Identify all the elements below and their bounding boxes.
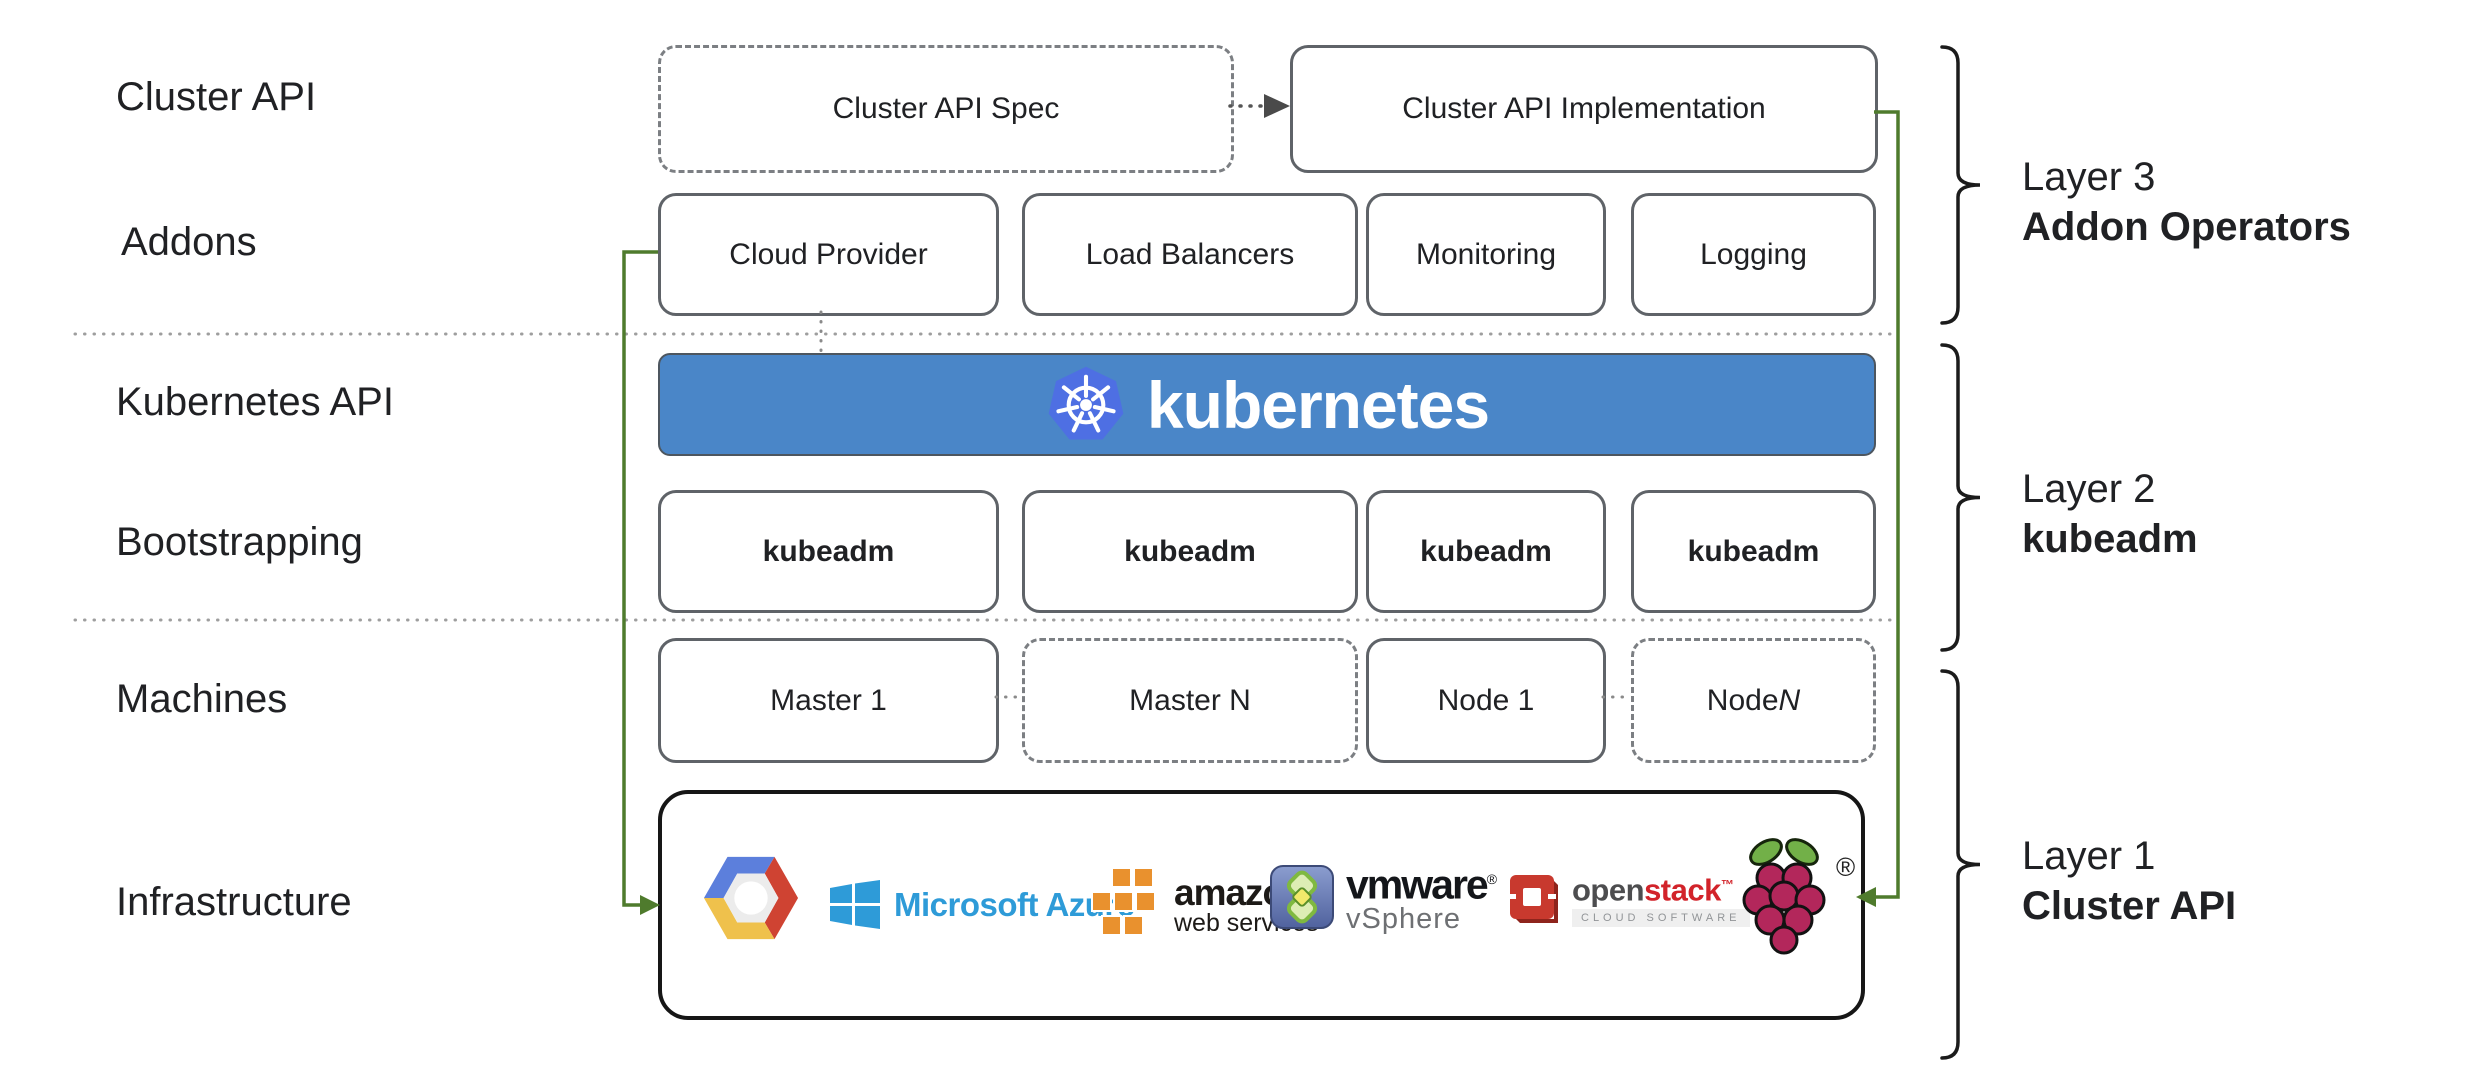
spec-to-implementation-arrowhead bbox=[1264, 94, 1290, 118]
layer-2-title: Layer 2 bbox=[2022, 467, 2156, 511]
node-n-box: Node N bbox=[1631, 638, 1876, 763]
layer-2-brace bbox=[1940, 343, 1981, 652]
layer-1-subtitle: Cluster API bbox=[2022, 884, 2237, 928]
raspberry-pi-icon bbox=[1742, 838, 1826, 955]
logging-label: Logging bbox=[1700, 237, 1807, 271]
master-n-box: Master N bbox=[1022, 638, 1358, 763]
layer-1-brace bbox=[1940, 669, 1981, 1060]
load-balancers-label: Load Balancers bbox=[1085, 237, 1295, 271]
monitoring-box: Monitoring bbox=[1366, 193, 1606, 316]
openstack-cloud-software-label: CLOUD SOFTWARE bbox=[1572, 909, 1750, 928]
raspberry-pi-logo: ® bbox=[1724, 834, 1855, 984]
kubeadm-label: kubeadm bbox=[1124, 534, 1256, 568]
vsphere-icon bbox=[1270, 864, 1334, 929]
row-label-addons: Addons bbox=[121, 220, 257, 264]
monitoring-label: Monitoring bbox=[1415, 237, 1557, 271]
cluster-api-implementation-box: Cluster API Implementation bbox=[1290, 45, 1878, 173]
layer-2-label: Layer 2 kubeadm bbox=[2022, 464, 2198, 564]
kubernetes-helm-icon bbox=[1048, 366, 1124, 440]
master-1-box: Master 1 bbox=[658, 638, 999, 763]
cluster-api-spec-label: Cluster API Spec bbox=[832, 92, 1060, 125]
layer-1-label: Layer 1 Cluster API bbox=[2022, 831, 2236, 931]
kubeadm-label: kubeadm bbox=[762, 534, 895, 568]
row-label-kubernetes-api: Kubernetes API bbox=[116, 380, 394, 424]
cloud-provider-box: Cloud Provider bbox=[658, 193, 999, 316]
openstack-stack-label: stack bbox=[1644, 872, 1721, 908]
google-cloud-logo bbox=[702, 854, 800, 942]
master-n-label: Master N bbox=[1129, 683, 1251, 717]
kubeadm-box-3: kubeadm bbox=[1366, 490, 1606, 613]
layer-2-subtitle: kubeadm bbox=[2022, 517, 2198, 561]
row-label-machines: Machines bbox=[116, 677, 288, 721]
node-1-label: Node 1 bbox=[1437, 683, 1535, 717]
load-balancers-box: Load Balancers bbox=[1022, 193, 1358, 316]
cloud-provider-label: Cloud Provider bbox=[729, 237, 928, 271]
cluster-api-implementation-label: Cluster API Implementation bbox=[1402, 92, 1766, 125]
azure-window-icon bbox=[830, 880, 880, 929]
row-label-cluster-api: Cluster API bbox=[116, 75, 317, 119]
openstack-open-label: open bbox=[1572, 872, 1645, 908]
openstack-tm-mark: ™ bbox=[1720, 877, 1734, 892]
vmware-label: vmware bbox=[1346, 861, 1489, 908]
kubeadm-box-1: kubeadm bbox=[658, 490, 999, 613]
layer-3-label: Layer 3 Addon Operators bbox=[2022, 152, 2351, 252]
layer-3-subtitle: Addon Operators bbox=[2022, 205, 2351, 249]
layer-1-title: Layer 1 bbox=[2022, 834, 2156, 878]
cloud-provider-to-infrastructure-line bbox=[622, 250, 658, 907]
node-n-label: Node bbox=[1706, 683, 1779, 717]
vmware-vsphere-logo: vmware® vSphere bbox=[1270, 860, 1497, 935]
cluster-api-spec-box: Cluster API Spec bbox=[658, 45, 1234, 173]
kubeadm-label: kubeadm bbox=[1420, 534, 1552, 568]
infrastructure-box: Microsoft Azure amazon web services bbox=[658, 790, 1865, 1020]
node-1-box: Node 1 bbox=[1366, 638, 1606, 763]
row-label-infrastructure: Infrastructure bbox=[116, 880, 352, 924]
master-1-label: Master 1 bbox=[770, 683, 887, 717]
layer-3-title: Layer 3 bbox=[2022, 155, 2156, 199]
kubernetes-banner: kubernetes bbox=[658, 353, 1876, 456]
infrastructure-left-arrowhead bbox=[640, 895, 660, 915]
layer-3-brace bbox=[1940, 45, 1981, 325]
vmware-registered-mark: ® bbox=[1486, 871, 1497, 887]
kubeadm-box-4: kubeadm bbox=[1631, 490, 1876, 613]
openstack-logo: openstack™ CLOUD SOFTWARE bbox=[1508, 870, 1750, 928]
microsoft-azure-logo: Microsoft Azure bbox=[830, 880, 1135, 930]
row-label-bootstrapping: Bootstrapping bbox=[116, 520, 363, 564]
openstack-cube-icon bbox=[1508, 874, 1558, 923]
vsphere-label: vSphere bbox=[1346, 902, 1462, 935]
kubeadm-box-2: kubeadm bbox=[1022, 490, 1358, 613]
google-cloud-hexagon-icon bbox=[703, 856, 799, 940]
aws-cubes-icon bbox=[1091, 867, 1156, 936]
node-n-italic: N bbox=[1778, 683, 1801, 717]
kubernetes-banner-label: kubernetes bbox=[1146, 367, 1490, 442]
kubeadm-label: kubeadm bbox=[1687, 534, 1820, 568]
logging-box: Logging bbox=[1631, 193, 1876, 316]
implementation-to-infrastructure-line bbox=[1874, 110, 1900, 899]
raspberry-pi-registered-mark: ® bbox=[1836, 852, 1856, 882]
